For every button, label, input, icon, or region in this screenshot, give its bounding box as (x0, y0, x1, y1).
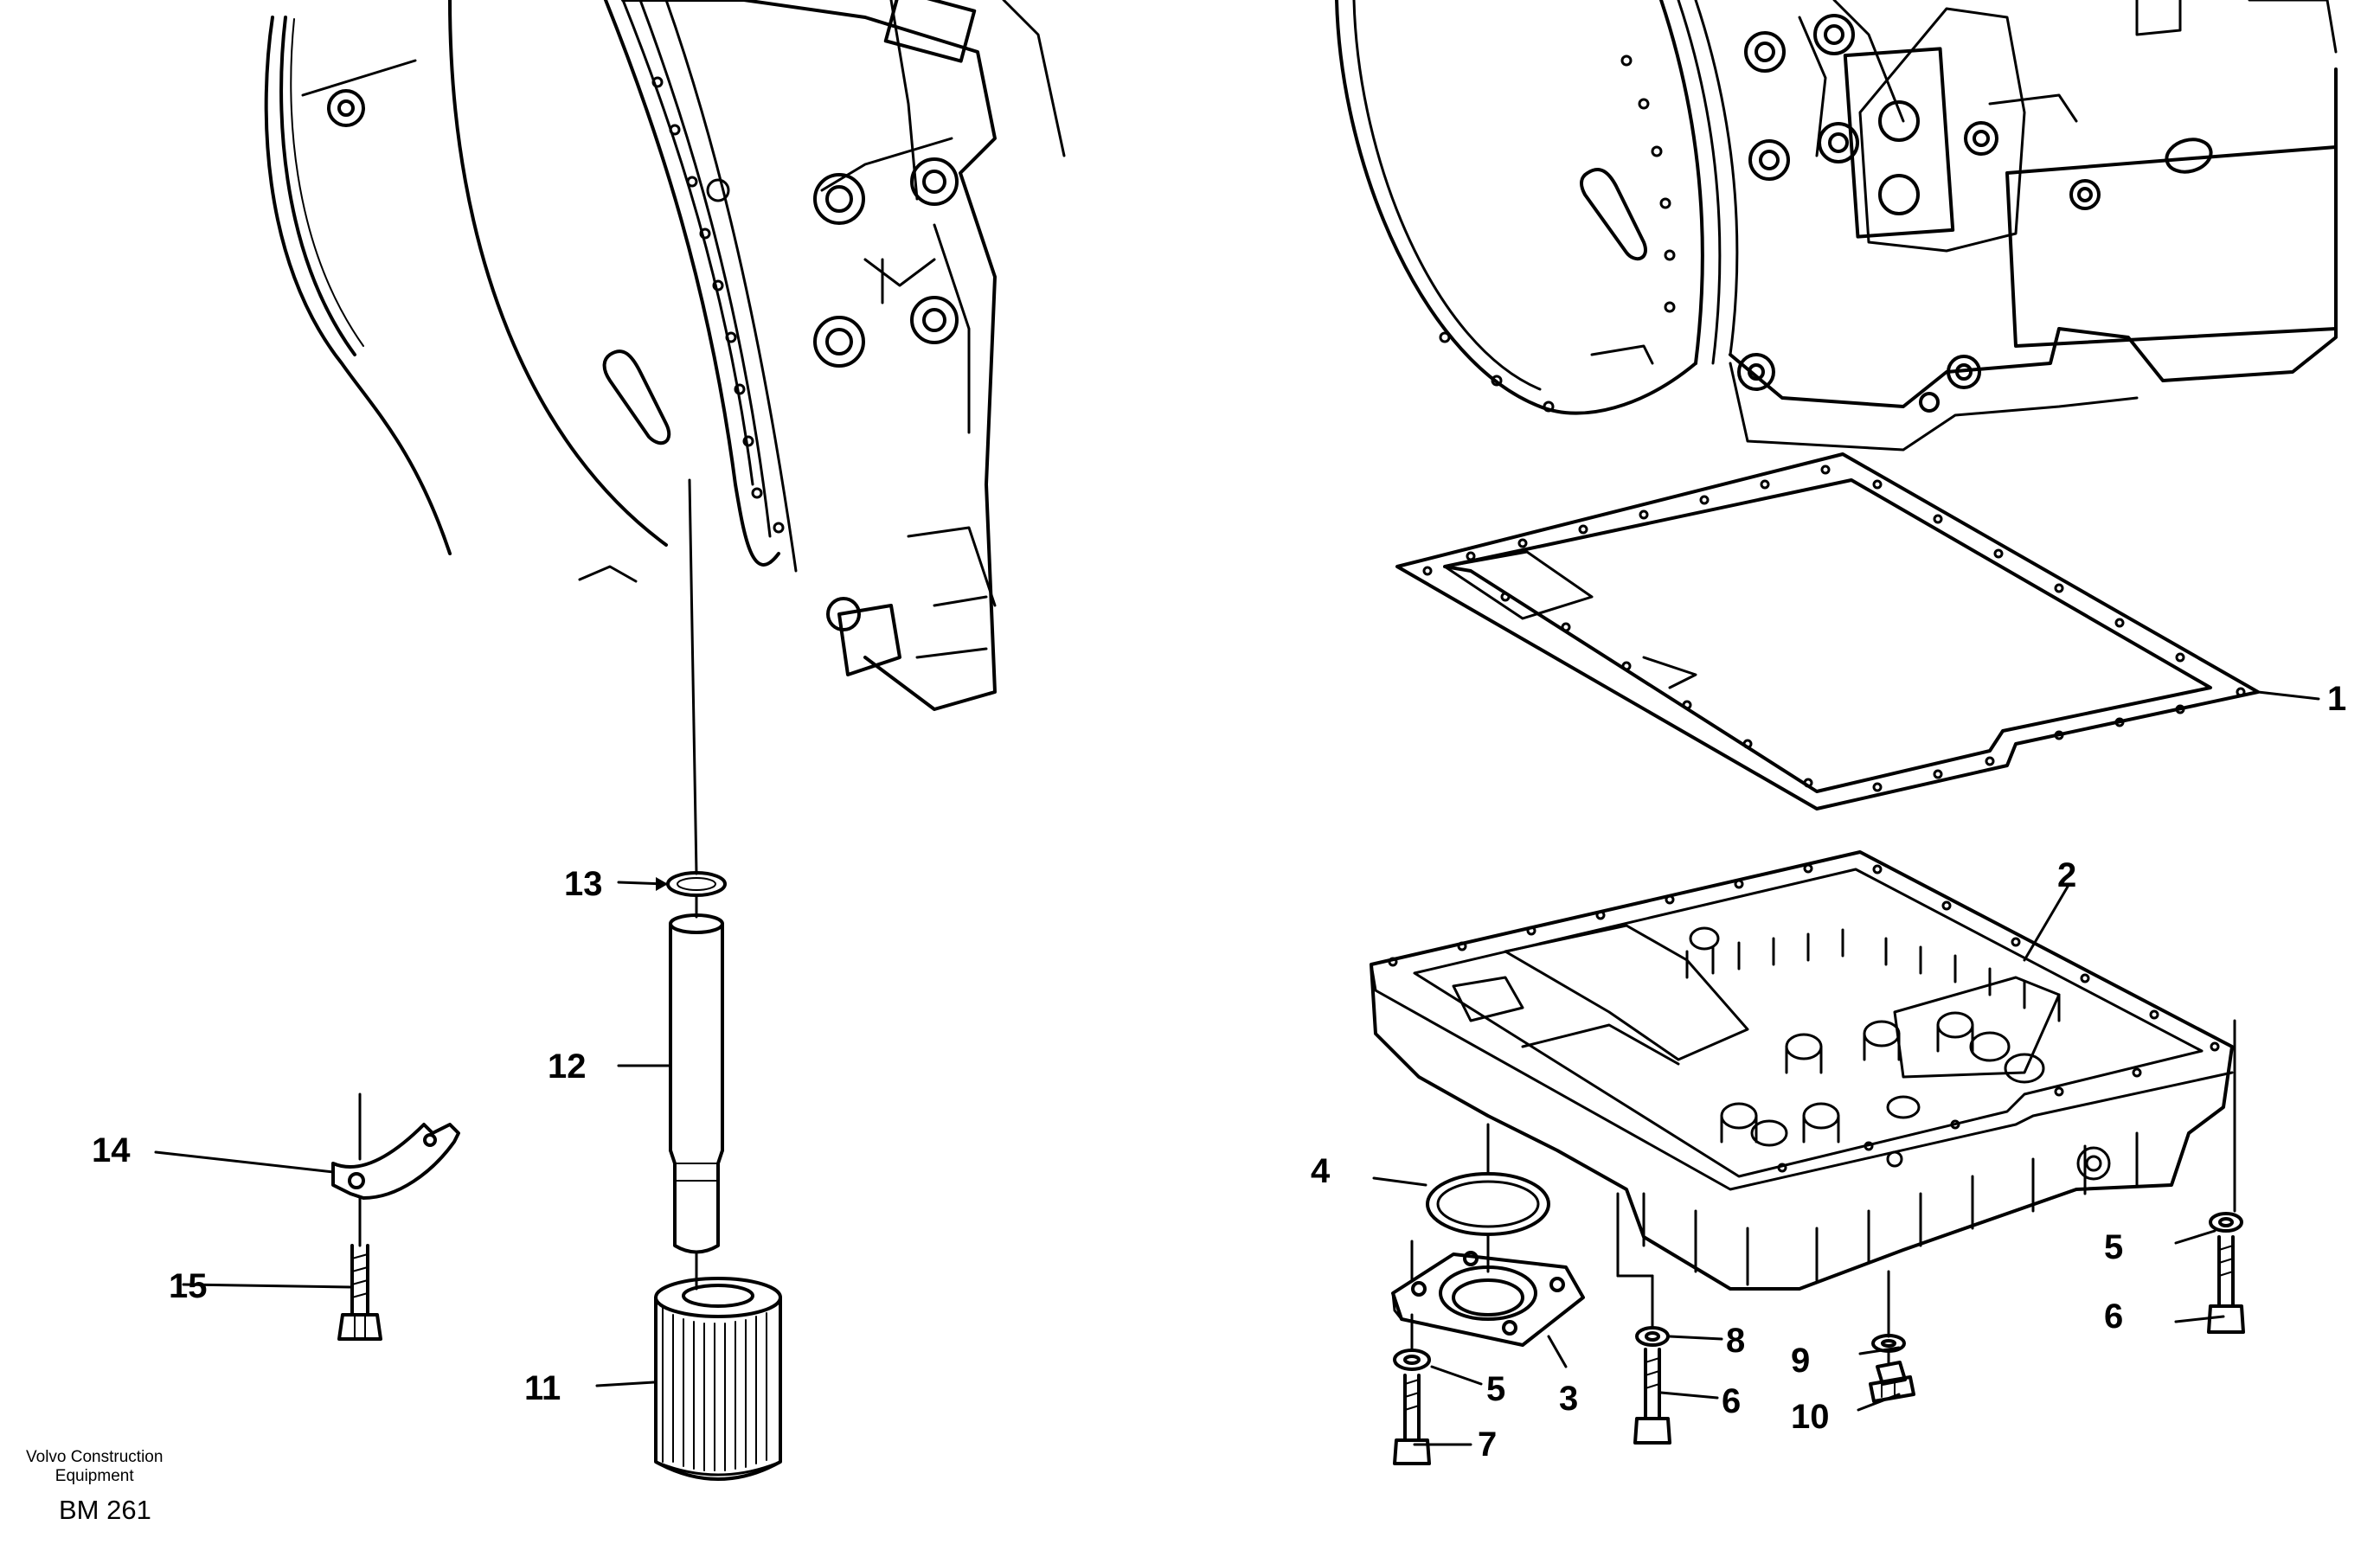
washer-part-5-right (2209, 1212, 2243, 1233)
publisher-line-1: Volvo Construction (26, 1448, 164, 1466)
callout-7: 7 (1478, 1425, 1498, 1464)
callout-3: 3 (1559, 1380, 1579, 1418)
gasket-part-1 (1395, 452, 2260, 810)
screw-part-7 (1393, 1374, 1431, 1465)
oil-pan-part-2 (1370, 850, 2234, 1291)
publisher-line-2: Equipment (55, 1467, 134, 1485)
assembly-lines (358, 478, 2236, 1364)
screw-part-6-right (2207, 1235, 2245, 1334)
callout-4: 4 (1311, 1152, 1331, 1190)
drawing-code-block: BM 261 (59, 1495, 151, 1526)
callout-5-left: 5 (1486, 1370, 1506, 1408)
callout-1: 1 (2327, 680, 2347, 718)
callout-12: 12 (548, 1047, 587, 1086)
lock-plate-part-14 (331, 1123, 460, 1200)
leader-arrowhead-13 (656, 877, 668, 891)
washer-part-5-left (1393, 1349, 1431, 1371)
o-ring-part-13 (666, 871, 727, 897)
callout-6-right: 6 (2104, 1297, 2124, 1336)
drain-plug-part-10 (1869, 1361, 1915, 1403)
callout-9: 9 (1791, 1342, 1811, 1380)
callout-13: 13 (564, 865, 603, 903)
callout-5-right: 5 (2104, 1228, 2124, 1266)
callout-15: 15 (169, 1267, 208, 1305)
o-ring-part-4 (1426, 1172, 1550, 1236)
callout-10: 10 (1791, 1398, 1830, 1436)
leader-lines (154, 690, 2320, 1446)
drawing-code: BM 261 (59, 1495, 151, 1525)
callout-14: 14 (92, 1131, 131, 1169)
screw-part-6-middle (1633, 1348, 1671, 1445)
left-transmission-housing (264, 0, 1066, 711)
oil-filter-part-11 (654, 1277, 782, 1481)
washer-part-8 (1635, 1326, 1670, 1347)
publisher-block: Volvo Construction Equipment (26, 1448, 163, 1486)
callout-8: 8 (1726, 1322, 1746, 1360)
callout-6-middle: 6 (1722, 1382, 1742, 1420)
screw-part-15 (337, 1244, 382, 1341)
right-transmission-housing (1335, 0, 2338, 452)
tube-part-12 (669, 913, 724, 1254)
callout-2: 2 (2057, 856, 2077, 894)
callout-11: 11 (524, 1369, 561, 1407)
